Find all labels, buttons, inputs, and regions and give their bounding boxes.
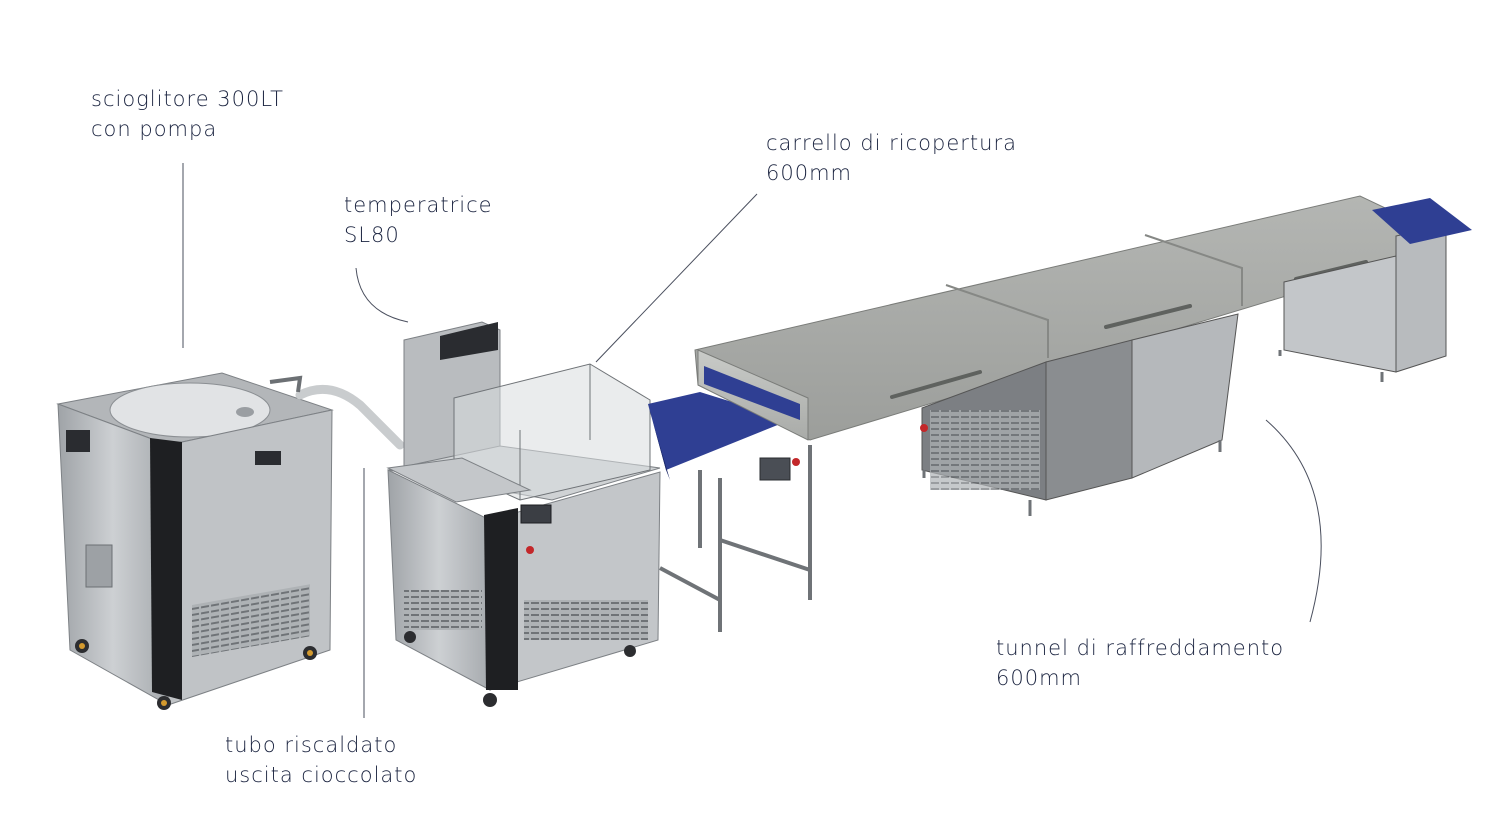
leader-lines — [182, 163, 1322, 718]
label-coating-cart: carrello di ricopertura 600mm — [766, 128, 1017, 188]
label-tunnel-line1: tunnel di raffreddamento — [996, 636, 1285, 660]
leader-tunnel — [1265, 419, 1322, 623]
leader-cart — [595, 193, 758, 363]
label-pipe-line2: uscita cioccolato — [225, 763, 418, 787]
tempering-machine — [386, 321, 661, 707]
label-heated-pipe: tubo riscaldato uscita cioccolato — [225, 730, 417, 790]
label-tempering-line1: temperatrice — [344, 193, 493, 217]
label-melter-line1: scioglitore 300LT — [91, 87, 285, 111]
melter-machine — [56, 372, 405, 710]
label-tunnel-line2: 600mm — [996, 666, 1082, 690]
label-cart-line2: 600mm — [766, 161, 852, 185]
cooling-tunnel — [694, 195, 1472, 516]
label-tempering-line2: SL80 — [344, 223, 400, 247]
label-cooling-tunnel: tunnel di raffreddamento 600mm — [996, 633, 1284, 693]
label-tempering-machine: temperatrice SL80 — [344, 190, 493, 250]
label-melter: scioglitore 300LT con pompa — [91, 84, 284, 144]
label-pipe-line1: tubo riscaldato — [225, 733, 398, 757]
leader-tempering — [355, 267, 409, 323]
label-cart-line1: carrello di ricopertura — [766, 131, 1017, 155]
label-melter-line2: con pompa — [91, 117, 218, 141]
